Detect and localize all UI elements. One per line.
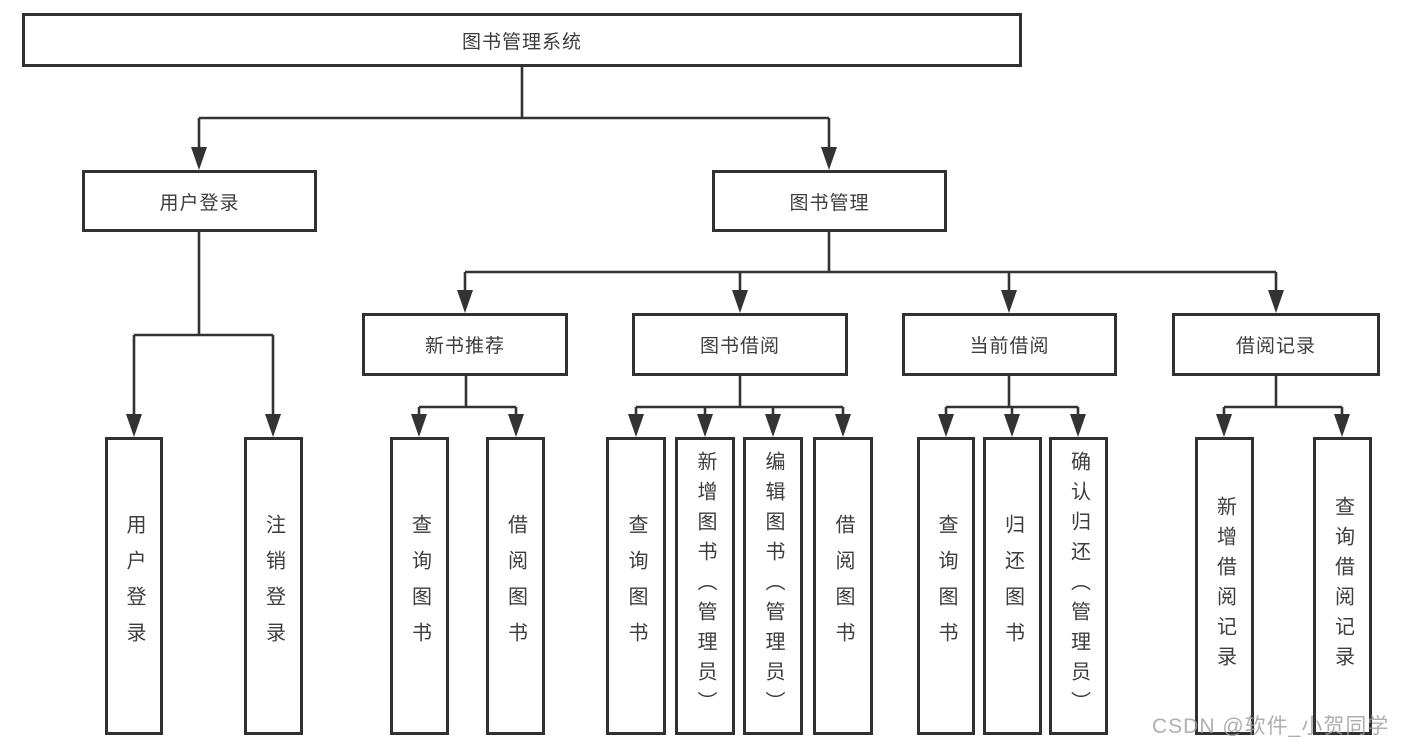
arrowhead xyxy=(411,414,427,437)
leaf-query-borrow-record: 查询借阅记录 xyxy=(1313,437,1372,735)
node-current-borrow: 当前借阅 xyxy=(902,313,1117,376)
arrowhead xyxy=(1004,414,1020,437)
node-borrow-records-label: 借阅记录 xyxy=(1235,336,1316,357)
arrowhead xyxy=(508,414,524,437)
node-new-book-recommend: 新书推荐 xyxy=(362,313,568,376)
arrowhead xyxy=(457,290,473,313)
leaf-edit-book-admin: 编辑图书（管理员） xyxy=(743,437,803,735)
node-new-book-recommend-label: 新书推荐 xyxy=(424,336,505,357)
arrowhead xyxy=(1268,290,1284,313)
node-user-login-label: 用户登录 xyxy=(159,192,240,214)
node-root-label: 图书管理系统 xyxy=(461,31,582,53)
leaf-recommend-query-books: 查询图书 xyxy=(390,437,449,735)
node-user-login: 用户登录 xyxy=(82,170,317,232)
connector-user-login-to-leaves xyxy=(126,232,281,437)
leaf-borrow-query-books-label: 查询图书 xyxy=(625,514,647,658)
connector-book-management-to-level3 xyxy=(457,232,1284,313)
leaf-recommend-borrow-books-label: 借阅图书 xyxy=(504,514,527,658)
leaf-add-borrow-record-label: 新增借阅记录 xyxy=(1213,496,1236,676)
leaf-add-book-admin: 新增图书（管理员） xyxy=(675,437,735,735)
arrowhead xyxy=(697,414,713,437)
leaf-return-books: 归还图书 xyxy=(983,437,1042,735)
connector-book-borrow-to-leaves xyxy=(628,376,851,437)
leaf-current-query-books: 查询图书 xyxy=(917,437,975,735)
arrowhead xyxy=(765,414,781,437)
connector-current-borrow-to-leaves xyxy=(938,376,1086,437)
node-root: 图书管理系统 xyxy=(22,13,1022,67)
leaf-recommend-query-books-label: 查询图书 xyxy=(408,514,431,658)
node-borrow-records: 借阅记录 xyxy=(1172,313,1380,376)
leaf-logout: 注销登录 xyxy=(244,437,303,735)
leaf-add-borrow-record: 新增借阅记录 xyxy=(1195,437,1254,735)
node-book-borrow-label: 图书借阅 xyxy=(699,336,780,357)
leaf-edit-book-admin-label: 编辑图书（管理员） xyxy=(762,451,784,721)
leaf-borrow-query-books: 查询图书 xyxy=(606,437,666,735)
arrowhead xyxy=(835,414,851,437)
arrowhead xyxy=(628,414,644,437)
arrowhead xyxy=(732,290,748,313)
leaf-add-book-admin-label: 新增图书（管理员） xyxy=(694,451,716,721)
arrowhead xyxy=(1001,290,1017,313)
arrowhead xyxy=(126,414,142,437)
arrowhead xyxy=(1070,414,1086,437)
leaf-query-borrow-record-label: 查询借阅记录 xyxy=(1331,496,1354,676)
connector-borrow-records-to-leaves xyxy=(1216,376,1350,437)
node-book-borrow: 图书借阅 xyxy=(632,313,848,376)
leaf-borrow-books: 借阅图书 xyxy=(813,437,873,735)
arrowhead xyxy=(265,414,281,437)
arrowhead xyxy=(1216,414,1232,437)
arrowhead xyxy=(938,414,954,437)
leaf-user-login: 用户登录 xyxy=(105,437,163,735)
node-current-borrow-label: 当前借阅 xyxy=(969,336,1050,357)
leaf-confirm-return-admin: 确认归还（管理员） xyxy=(1049,437,1108,735)
arrowhead xyxy=(191,147,207,170)
leaf-confirm-return-admin-label: 确认归还（管理员） xyxy=(1067,451,1090,721)
arrowhead xyxy=(821,147,837,170)
leaf-current-query-books-label: 查询图书 xyxy=(935,514,957,658)
leaf-logout-label: 注销登录 xyxy=(262,514,285,658)
node-book-management-label: 图书管理 xyxy=(789,192,870,214)
watermark: CSDN @软件_小贺同学 xyxy=(1152,715,1390,738)
leaf-user-login-label: 用户登录 xyxy=(123,514,145,658)
connector-new-book-recommend-to-leaves xyxy=(411,376,524,437)
leaf-borrow-books-label: 借阅图书 xyxy=(832,514,854,658)
arrowhead xyxy=(1334,414,1350,437)
leaf-recommend-borrow-books: 借阅图书 xyxy=(486,437,545,735)
connector-root-to-level2 xyxy=(191,67,837,170)
node-book-management: 图书管理 xyxy=(712,170,947,232)
leaf-return-books-label: 归还图书 xyxy=(1001,514,1024,658)
